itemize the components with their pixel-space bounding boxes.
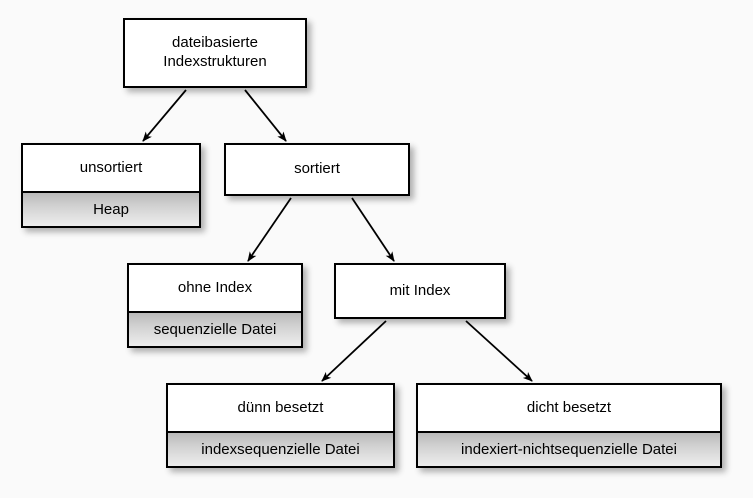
edge-sortiert-to-ohne-index [247, 197, 292, 262]
edge-mit-index-to-dicht [465, 320, 533, 382]
edge-sortiert-to-mit-index [351, 197, 395, 262]
node-ohne-index-title: ohne Index [129, 265, 301, 311]
node-unsortiert-subtype: Heap [23, 191, 199, 226]
node-mit-index[interactable]: mit Index [334, 263, 506, 319]
node-root-title: dateibasierte Indexstrukturen [125, 20, 305, 86]
node-mit-index-title: mit Index [336, 265, 504, 317]
edge-root-to-unsortiert [142, 89, 187, 142]
edge-root-to-sortiert [244, 89, 287, 142]
node-root[interactable]: dateibasierte Indexstrukturen [123, 18, 307, 88]
node-unsortiert-title: unsortiert [23, 145, 199, 191]
edge-mit-index-to-duenn [321, 320, 387, 382]
node-duenn-besetzt-title: dünn besetzt [168, 385, 393, 431]
node-duenn-besetzt-subtype: indexsequenzielle Datei [168, 431, 393, 466]
node-sortiert[interactable]: sortiert [224, 143, 410, 196]
node-dicht-besetzt-subtype: indexiert-nichtsequenzielle Datei [418, 431, 720, 466]
node-ohne-index-subtype: sequenzielle Datei [129, 311, 301, 346]
node-dicht-besetzt-title: dicht besetzt [418, 385, 720, 431]
node-sortiert-title: sortiert [226, 145, 408, 194]
